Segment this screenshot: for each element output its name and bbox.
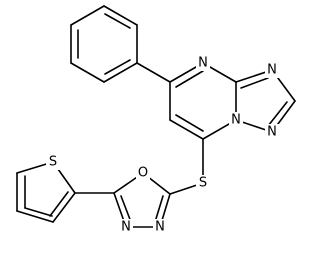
bond-double-inner [175, 114, 204, 132]
atom-n-triazole-top: N [267, 63, 277, 78]
bond-double-inner [240, 77, 269, 89]
triazole-ring [235, 69, 296, 133]
bond-double-inner [24, 207, 53, 217]
atom-labels: N N N N S S O N N [46, 55, 279, 235]
bond [16, 210, 54, 223]
atom-n-pyrimidine-top: N [198, 56, 208, 71]
bond [169, 119, 204, 140]
atom-o-oxadiazole: O [138, 166, 148, 181]
bond [103, 5, 138, 26]
thiophene-ring [16, 161, 76, 223]
bond [103, 62, 138, 83]
atom-n-oxadiazole-right: N [155, 220, 165, 235]
bond-phenyl-pyrimidine [136, 62, 171, 83]
bond [70, 5, 105, 26]
bond-double-inner [154, 195, 164, 223]
bond-double-inner [120, 195, 132, 223]
bond-double-inner [175, 70, 204, 88]
pyrimidine-ring [169, 62, 237, 140]
molecule-diagram: N N N N S S O N N [16, 5, 296, 235]
bond-double-inner [49, 191, 69, 217]
atom-n-oxadiazole-left: N [121, 220, 131, 235]
atom-s-thiophene: S [49, 155, 57, 170]
bond-double-inner [104, 59, 131, 75]
bond-double-inner [267, 101, 288, 127]
atom-s-thioether: S [199, 176, 207, 191]
phenyl-ring [70, 5, 138, 83]
atom-n-bridge: N [231, 113, 241, 128]
bond [70, 62, 105, 83]
atom-n-triazole-right: N [267, 125, 277, 140]
bond [52, 192, 76, 223]
bond-double-inner [104, 13, 131, 29]
